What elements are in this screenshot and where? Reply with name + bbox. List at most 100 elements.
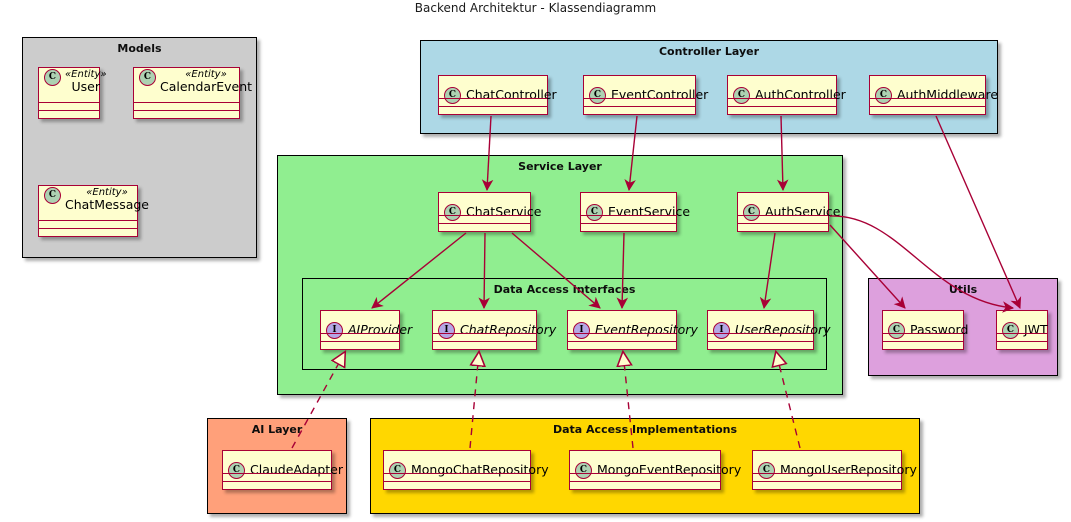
methods-compartment — [223, 481, 331, 489]
attributes-compartment — [384, 473, 530, 481]
node-compartments-authmiddleware — [870, 98, 985, 114]
package-title-utils: Utils — [948, 283, 978, 296]
interface-icon: I — [573, 321, 590, 339]
class-icon: C — [888, 321, 905, 339]
class-icon: C — [589, 86, 606, 104]
node-header-chatmessage: C «Entity»ChatMessage — [39, 186, 149, 236]
class-icon: C — [743, 203, 760, 221]
class-node-mongouserrepository[interactable]: C MongoUserRepository — [752, 450, 917, 490]
node-compartments-chatservice — [439, 215, 530, 231]
node-compartments-userrepository — [708, 333, 813, 349]
class-node-calendarevent[interactable]: C«Entity»CalendarEvent — [133, 67, 252, 119]
class-node-eventservice[interactable]: C EventService — [580, 192, 690, 232]
class-node-eventrepository[interactable]: I EventRepository — [567, 310, 698, 350]
class-node-user[interactable]: C«Entity»User — [38, 67, 107, 119]
class-node-password[interactable]: C Password — [882, 310, 968, 350]
node-label-claudeadapter: ClaudeAdapter — [250, 461, 343, 477]
attributes-compartment — [39, 102, 99, 110]
node-compartments-eventcontroller — [584, 98, 695, 114]
node-label-chatmessage: ChatMessage — [65, 197, 149, 212]
node-title-row: C«Entity»CalendarEvent — [139, 69, 252, 94]
interface-icon: I — [326, 321, 343, 339]
node-label-userrepository: UserRepository — [735, 321, 831, 337]
attributes-compartment — [584, 98, 695, 106]
methods-compartment — [439, 106, 547, 114]
node-label-eventservice: EventService — [608, 203, 691, 219]
node-compartments-chatrepository — [433, 333, 536, 349]
node-label-mongouserrepository: MongoUserRepository — [780, 461, 917, 477]
node-header-eventcontroller: C EventController — [584, 76, 708, 114]
class-icon: C — [1002, 321, 1019, 339]
node-label-mongoeventrepository: MongoEventRepository — [597, 461, 742, 477]
node-stereotype-user: «Entity» — [65, 69, 107, 80]
node-title-row: C «Entity»ChatMessage — [44, 187, 149, 212]
class-node-chatmessage[interactable]: C «Entity»ChatMessage — [38, 185, 149, 237]
class-icon: C — [228, 461, 245, 479]
attributes-compartment — [581, 215, 676, 223]
class-node-chatrepository[interactable]: I ChatRepository — [432, 310, 556, 350]
node-header-calendarevent: C«Entity»CalendarEvent — [134, 68, 252, 118]
class-node-aiprovider[interactable]: I AIProvider — [320, 310, 412, 350]
attributes-compartment — [568, 333, 676, 341]
methods-compartment — [870, 106, 985, 114]
node-label-eventcontroller: EventController — [611, 86, 709, 102]
node-compartments-calendarevent — [134, 102, 239, 118]
class-icon: C — [758, 461, 775, 479]
node-label-aiprovider: AIProvider — [348, 321, 413, 337]
node-compartments-authservice — [738, 215, 828, 231]
methods-compartment — [581, 223, 676, 231]
methods-compartment — [728, 106, 836, 114]
node-label-eventrepository: EventRepository — [595, 321, 698, 337]
node-compartments-password — [883, 333, 963, 349]
package-title-controller: Controller Layer — [658, 45, 760, 58]
node-label-mongochatrepository: MongoChatRepository — [411, 461, 549, 477]
attributes-compartment — [439, 215, 530, 223]
node-compartments-aiprovider — [321, 333, 399, 349]
class-node-jwt[interactable]: C JWT — [996, 310, 1048, 350]
node-compartments-mongochatrepository — [384, 473, 530, 489]
class-icon: C — [44, 187, 61, 204]
class-node-eventcontroller[interactable]: C EventController — [583, 75, 708, 115]
node-label-authmiddleware: AuthMiddleware — [897, 86, 999, 102]
node-label-jwt: JWT — [1024, 321, 1048, 337]
node-label-chatcontroller: ChatController — [466, 86, 557, 102]
node-label-chatrepository: ChatRepository — [460, 321, 557, 337]
node-label-user: User — [71, 79, 101, 94]
node-label-password: Password — [910, 321, 969, 337]
package-title-dai: Data Access Interfaces — [493, 283, 636, 296]
node-compartments-eventservice — [581, 215, 676, 231]
node-title-row: C«Entity»User — [44, 69, 107, 94]
attributes-compartment — [134, 102, 239, 110]
node-stereotype-chatmessage: «Entity» — [86, 187, 128, 198]
methods-compartment — [433, 341, 536, 349]
node-header-mongouserrepository: C MongoUserRepository — [753, 451, 917, 489]
class-icon: C — [586, 203, 603, 221]
attributes-compartment — [728, 98, 836, 106]
methods-compartment — [134, 110, 239, 118]
node-header-jwt: C JWT — [997, 311, 1048, 349]
class-node-claudeadapter[interactable]: C ClaudeAdapter — [222, 450, 343, 490]
node-header-eventservice: C EventService — [581, 193, 690, 231]
package-title-models: Models — [117, 42, 162, 55]
attributes-compartment — [439, 98, 547, 106]
methods-compartment — [568, 341, 676, 349]
node-compartments-chatmessage — [39, 220, 137, 236]
node-title-column: «Entity»User — [65, 69, 107, 94]
class-icon: C — [733, 86, 750, 104]
page-title: Backend Architektur - Klassendiagramm — [414, 1, 657, 15]
node-header-chatrepository: I ChatRepository — [433, 311, 556, 349]
node-header-claudeadapter: C ClaudeAdapter — [223, 451, 343, 489]
interface-icon: I — [438, 321, 455, 339]
